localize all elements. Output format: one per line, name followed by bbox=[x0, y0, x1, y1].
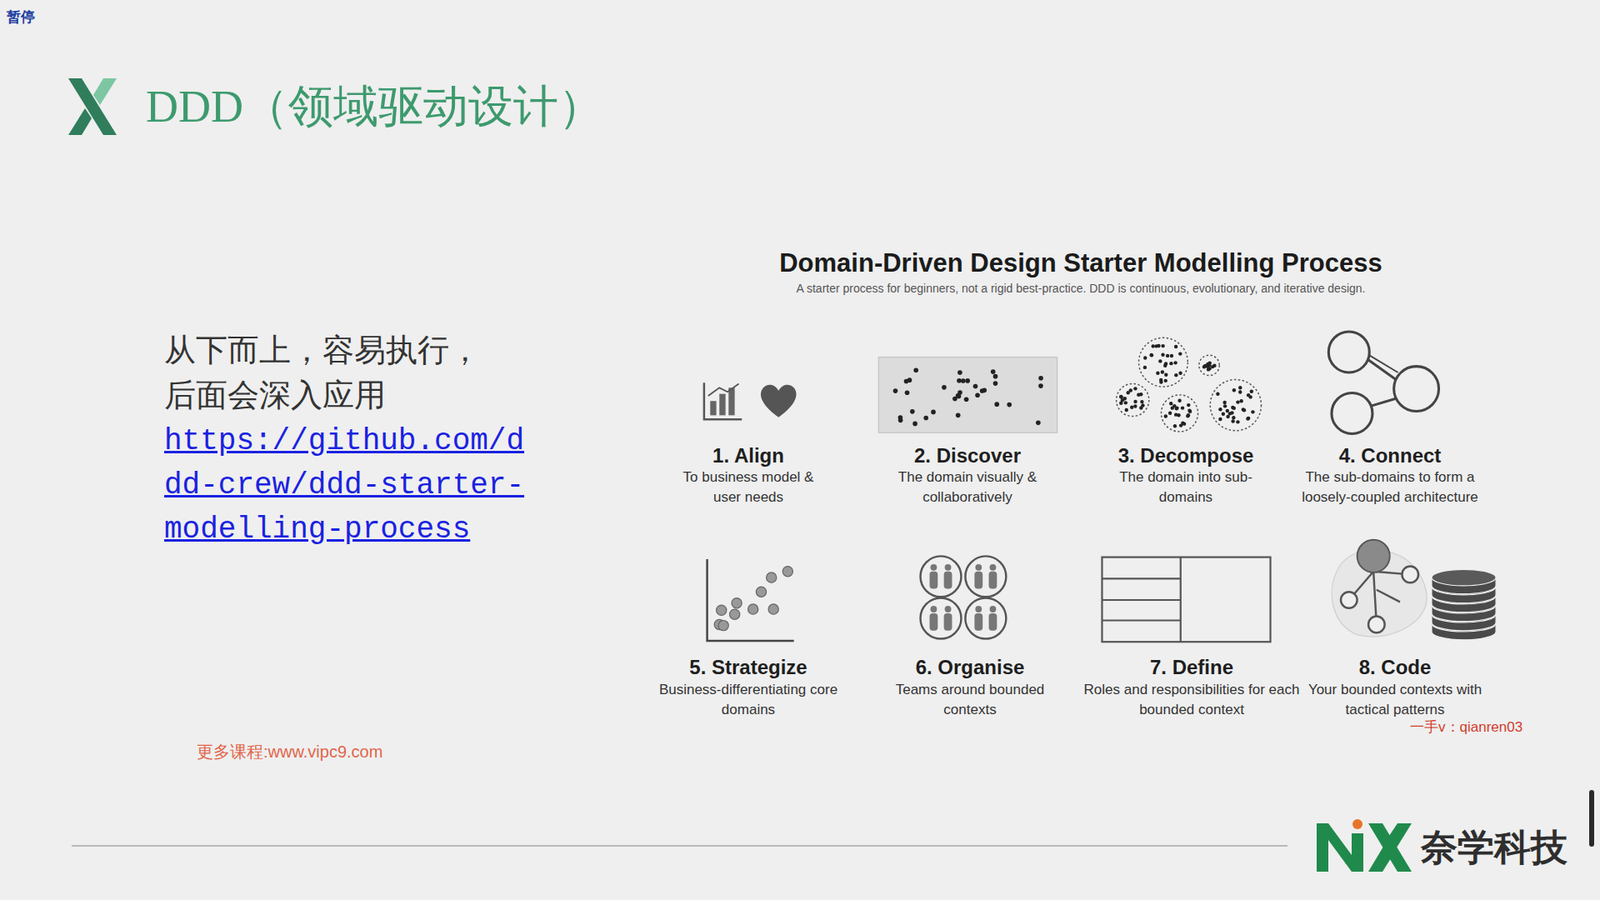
step-icons bbox=[704, 331, 1496, 642]
decompose-icon bbox=[1116, 337, 1262, 432]
step-description: Business-differentiating core domains bbox=[655, 680, 841, 720]
process-heading: Domain-Driven Design Starter Modelling P… bbox=[779, 246, 1383, 280]
step-heading: 1. Align bbox=[712, 443, 785, 469]
scrollbar bbox=[1589, 790, 1595, 847]
step-heading: 3. Decompose bbox=[1118, 443, 1255, 469]
strategize-icon bbox=[707, 559, 795, 641]
step-heading: 2. Discover bbox=[914, 443, 1021, 469]
step-description: The domain into sub-domains bbox=[1119, 467, 1253, 508]
title-logo bbox=[68, 78, 117, 135]
step-description: Teams around bounded contexts bbox=[875, 680, 1065, 720]
footer-rule bbox=[71, 845, 1288, 847]
watermark: 更多课程:www.vipc9.com bbox=[196, 741, 383, 763]
step-description: Roles and responsibilities for each boun… bbox=[1080, 680, 1304, 720]
pause-badge: 暂停 bbox=[6, 8, 35, 26]
step-heading: 5. Strategize bbox=[689, 655, 807, 680]
contact-note: 一手v：qianren03 bbox=[1410, 718, 1523, 736]
step-heading: 4. Connect bbox=[1339, 443, 1442, 469]
step-description: Your bounded contexts with tactical patt… bbox=[1301, 680, 1489, 720]
organise-icon bbox=[920, 555, 1006, 639]
step-description: To business model & user needs bbox=[675, 467, 822, 508]
step-heading: 8. Code bbox=[1359, 655, 1432, 680]
step-heading: 6. Organise bbox=[915, 655, 1025, 680]
process-subtitle: A starter process for beginners, not a r… bbox=[796, 280, 1366, 296]
define-icon bbox=[1101, 557, 1270, 643]
step-heading: 7. Define bbox=[1150, 655, 1234, 680]
step-description: The domain visually & collaboratively bbox=[880, 467, 1055, 508]
company-logo bbox=[1316, 819, 1412, 872]
align-icon bbox=[704, 382, 797, 420]
discover-icon bbox=[878, 357, 1057, 434]
repo-link: https://github.com/ddd-crew/ddd-starter-… bbox=[164, 419, 536, 552]
slide-title: DDD（领域驱动设计） bbox=[145, 80, 604, 134]
note-text: 从下而上，容易执行，后面会深入应用 bbox=[164, 327, 498, 418]
connect-icon bbox=[1328, 331, 1439, 434]
code-icon bbox=[1331, 540, 1496, 640]
company-name: 奈学科技 bbox=[1420, 824, 1568, 870]
step-description: The sub-domains to form a loosely-couple… bbox=[1282, 467, 1498, 508]
